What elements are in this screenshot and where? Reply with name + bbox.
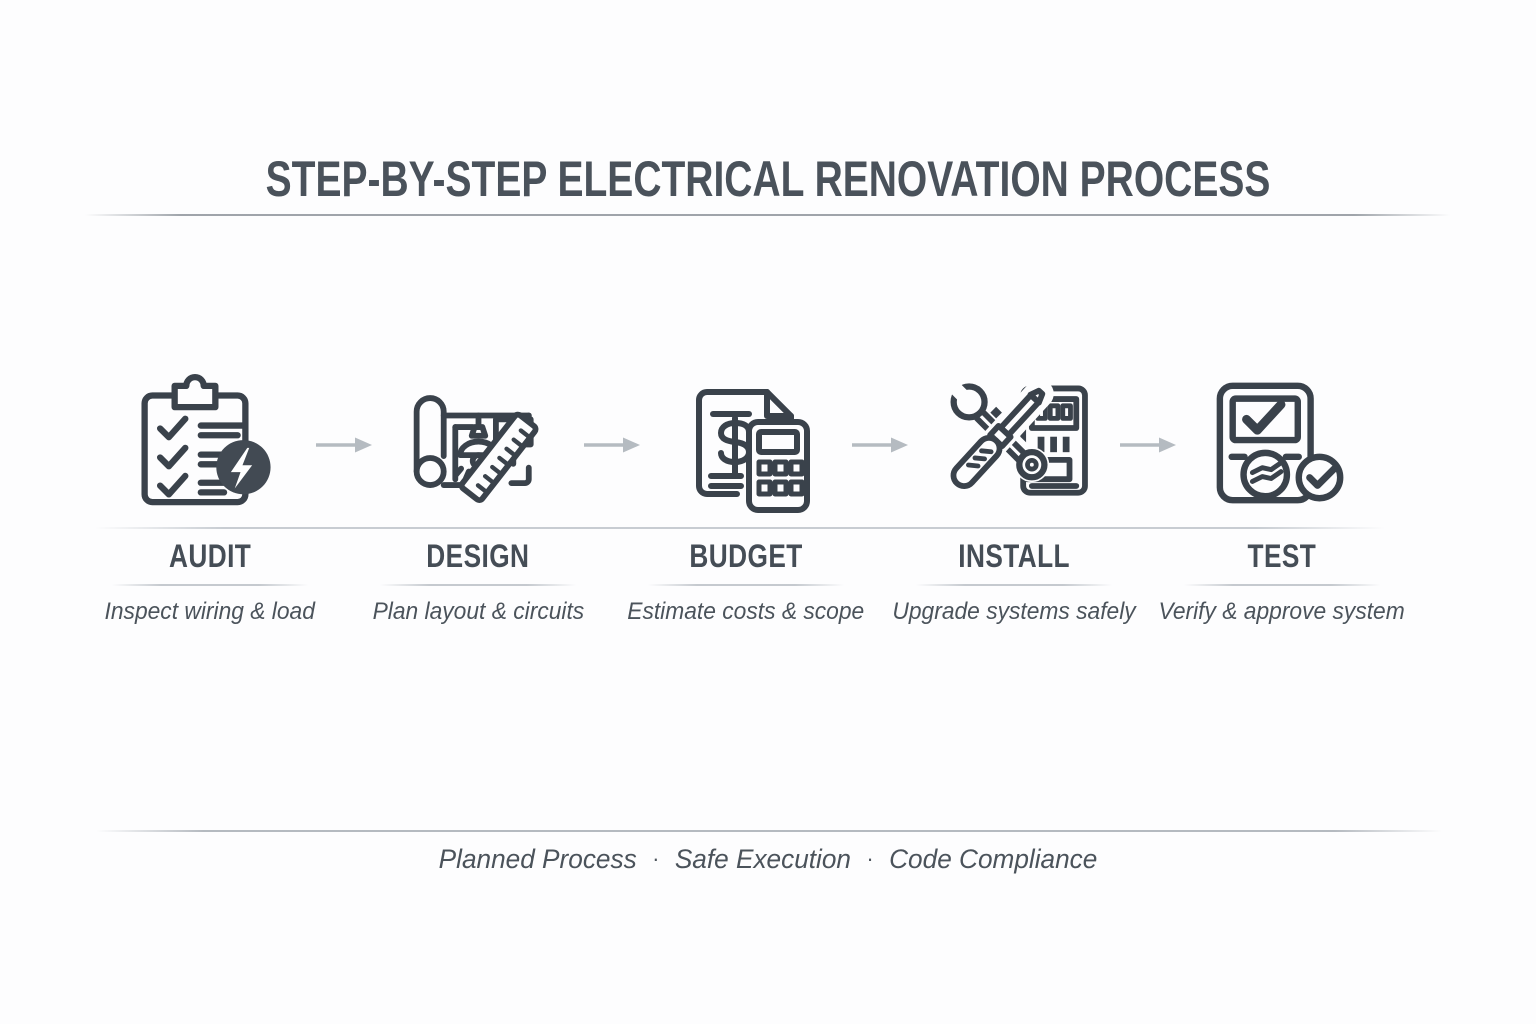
arrow-right-icon [852, 437, 908, 453]
footer-tagline: Planned Process · Safe Execution · Code Comp… [23, 844, 1513, 875]
step-label: INSTALL [958, 538, 1070, 574]
step-description: Plan layout & circuits [372, 598, 584, 625]
footer-divider [96, 830, 1442, 832]
step-audit: AUDIT Inspect wiring & load [76, 368, 344, 625]
arrow-right-icon [1120, 437, 1176, 453]
step-description: Verify & approve system [1158, 598, 1406, 625]
arrow-right-icon [584, 437, 640, 453]
footer-item: Safe Execution [674, 844, 851, 874]
step-label-divider [1184, 584, 1380, 586]
step-description: Estimate costs & scope [627, 598, 865, 625]
step-label: AUDIT [168, 538, 252, 574]
step-label-divider [380, 584, 576, 586]
steps-divider [95, 527, 1385, 529]
bullet-separator: · [652, 846, 660, 871]
bullet-separator: · [866, 846, 874, 871]
clipboard-checklist-lightning-icon [133, 368, 288, 518]
step-description: Upgrade systems safely [892, 598, 1136, 625]
step-design: DESIGN Plan layout & circuits [344, 368, 612, 625]
process-steps-row: AUDIT Inspect wiring & load [76, 368, 1416, 625]
wrench-screwdriver-panel-icon [934, 368, 1094, 518]
step-label: DESIGN [426, 538, 530, 574]
multimeter-check-icon [1208, 368, 1356, 518]
step-budget: BUDGET Estimate costs & scope [612, 368, 880, 625]
step-label: TEST [1247, 538, 1317, 574]
invoice-calculator-icon [671, 368, 821, 518]
step-test: TEST Verify & approve system [1148, 368, 1416, 625]
step-label-divider [648, 584, 844, 586]
arrow-right-icon [316, 437, 372, 453]
step-label-divider [916, 584, 1112, 586]
step-description: Inspect wiring & load [104, 598, 316, 625]
blueprint-lamp-ruler-icon [401, 368, 556, 518]
step-install: INSTALL Upgrade systems safely [880, 368, 1148, 625]
footer-item: Planned Process [438, 844, 637, 874]
page-title: STEP-BY-STEP ELECTRICAL RENOVATION PROCE… [265, 151, 1271, 207]
title-divider [85, 214, 1450, 216]
step-label: BUDGET [689, 538, 803, 574]
step-label-divider [112, 584, 308, 586]
footer-item: Code Compliance [889, 844, 1098, 874]
